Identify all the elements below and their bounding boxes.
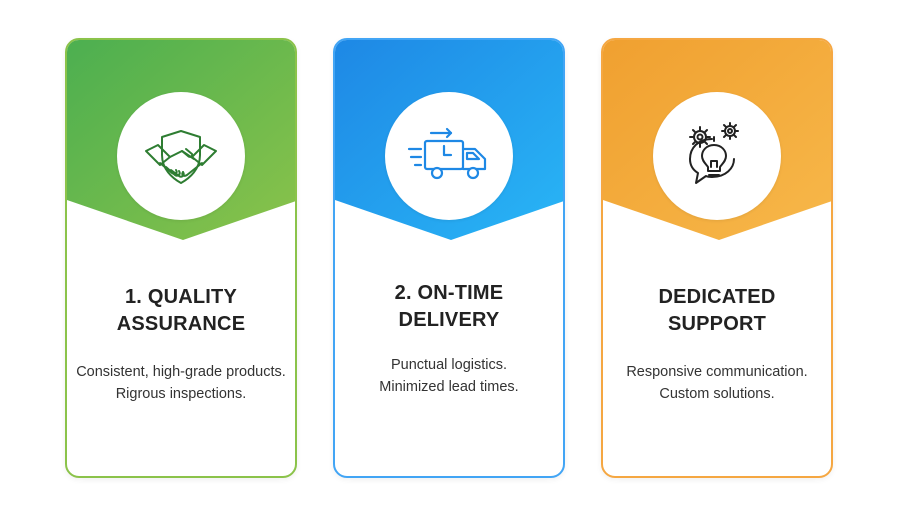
icon-badge (653, 92, 781, 220)
card-description: Punctual logistics. Minimized lead times… (379, 357, 519, 395)
card-title: 1. QUALITY ASSURANCE (116, 286, 246, 335)
card-dedicated-support: DEDICATED SUPPORT Responsive communicati… (601, 38, 833, 478)
icon-badge (117, 92, 245, 220)
handshake-shield-icon (145, 130, 217, 184)
lightbulb-gears-chat-icon (689, 122, 739, 184)
card-quality-assurance: 1. QUALITY ASSURANCE Consistent, high-gr… (65, 38, 297, 478)
icon-badge (385, 92, 513, 220)
card-description: Consistent, high-grade products. Rigrous… (76, 364, 286, 402)
card-on-time-delivery: 2. ON-TIME DELIVERY Punctual logistics. … (333, 38, 565, 478)
card-description: Responsive communication. Custom solutio… (626, 364, 808, 402)
delivery-truck-clock-icon (407, 127, 487, 180)
card-title: DEDICATED SUPPORT (658, 286, 776, 335)
card-title: 2. ON-TIME DELIVERY (394, 282, 504, 331)
